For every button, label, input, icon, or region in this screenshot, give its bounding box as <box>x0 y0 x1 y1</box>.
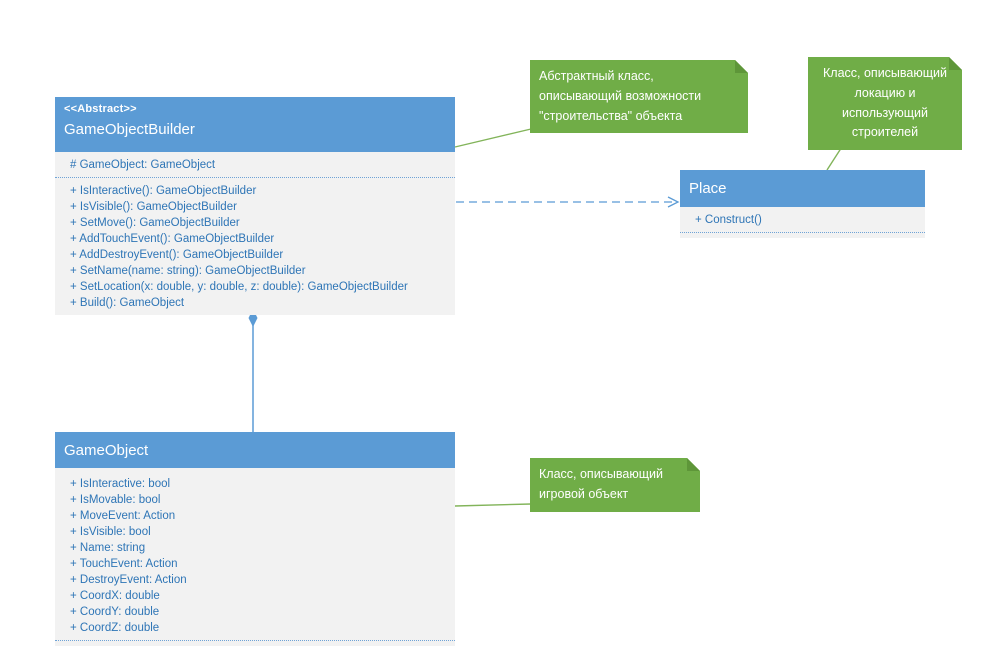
class-gameobject[interactable]: GameObject + IsInteractive: bool + IsMova… <box>55 432 455 646</box>
class-name: GameObjectBuilder <box>64 121 195 138</box>
note-text: Класс, описывающий игровой объект <box>539 467 663 501</box>
note-connector-builder <box>454 128 532 148</box>
member-row: + SetMove(): GameObjectBuilder <box>70 217 240 229</box>
class-gameobjectbuilder[interactable]: <<Abstract>> GameObjectBuilder # GameObj… <box>55 97 455 315</box>
dependency-arrow-builder-place <box>456 196 680 208</box>
note-connector-gameobject <box>454 503 532 507</box>
member-row: + Name: string <box>70 542 146 554</box>
class-name: Place <box>689 180 727 197</box>
member-row: + IsVisible(): GameObjectBuilder <box>70 201 237 213</box>
methods-section: + Construct() <box>680 207 925 232</box>
member-row: + TouchEvent: Action <box>70 558 178 570</box>
member-row: + CoordY: double <box>70 606 160 618</box>
member-row: + AddTouchEvent(): GameObjectBuilder <box>70 233 275 245</box>
note-text: Класс, описывающий локацию и использующи… <box>823 66 947 140</box>
class-body: + Construct() <box>680 207 925 238</box>
member-row: + MoveEvent: Action <box>70 510 176 522</box>
note-abstract-class[interactable]: Абстрактный класс, описывающий возможнос… <box>530 60 748 134</box>
member-row: + IsMovable: bool <box>70 494 161 506</box>
class-header: <<Abstract>> GameObjectBuilder <box>55 97 455 152</box>
attributes-section: + IsInteractive: bool + IsMovable: bool + … <box>55 468 455 640</box>
note-place-class[interactable]: Класс, описывающий локацию и использующи… <box>808 57 962 150</box>
note-text: Абстрактный класс, описывающий возможнос… <box>539 69 702 123</box>
empty-section <box>55 640 455 646</box>
class-body: # GameObject: GameObject + IsInteractive… <box>55 152 455 315</box>
note-gameobject-class[interactable]: Класс, описывающий игровой объект <box>530 458 700 512</box>
member-row: # GameObject: GameObject <box>70 159 216 171</box>
member-row: + SetName(name: string): GameObjectBuild… <box>70 265 306 277</box>
member-row: + SetLocation(x: double, y: double, z: d… <box>70 281 408 293</box>
class-body: + IsInteractive: bool + IsMovable: bool + … <box>55 468 455 646</box>
class-header: GameObject <box>55 432 455 468</box>
empty-section <box>680 232 925 238</box>
class-stereotype: <<Abstract>> <box>64 103 137 115</box>
member-row: + CoordZ: double <box>70 622 160 634</box>
member-row: + CoordX: double <box>70 590 160 602</box>
member-row: + Build(): GameObject <box>70 297 185 309</box>
class-header: Place <box>680 170 925 207</box>
methods-section: + IsInteractive(): GameObjectBuilder + Is… <box>55 177 455 315</box>
member-row: + AddDestroyEvent(): GameObjectBuilder <box>70 249 284 261</box>
member-row: + IsInteractive(): GameObjectBuilder <box>70 185 257 197</box>
attributes-section: # GameObject: GameObject <box>55 152 455 177</box>
class-place[interactable]: Place + Construct() <box>680 170 925 238</box>
member-row: + Construct() <box>695 214 762 226</box>
class-name: GameObject <box>64 442 149 459</box>
member-row: + IsInteractive: bool <box>70 478 171 490</box>
member-row: + DestroyEvent: Action <box>70 574 187 586</box>
association-arrow-gameobject-builder <box>248 309 258 432</box>
member-row: + IsVisible: bool <box>70 526 151 538</box>
